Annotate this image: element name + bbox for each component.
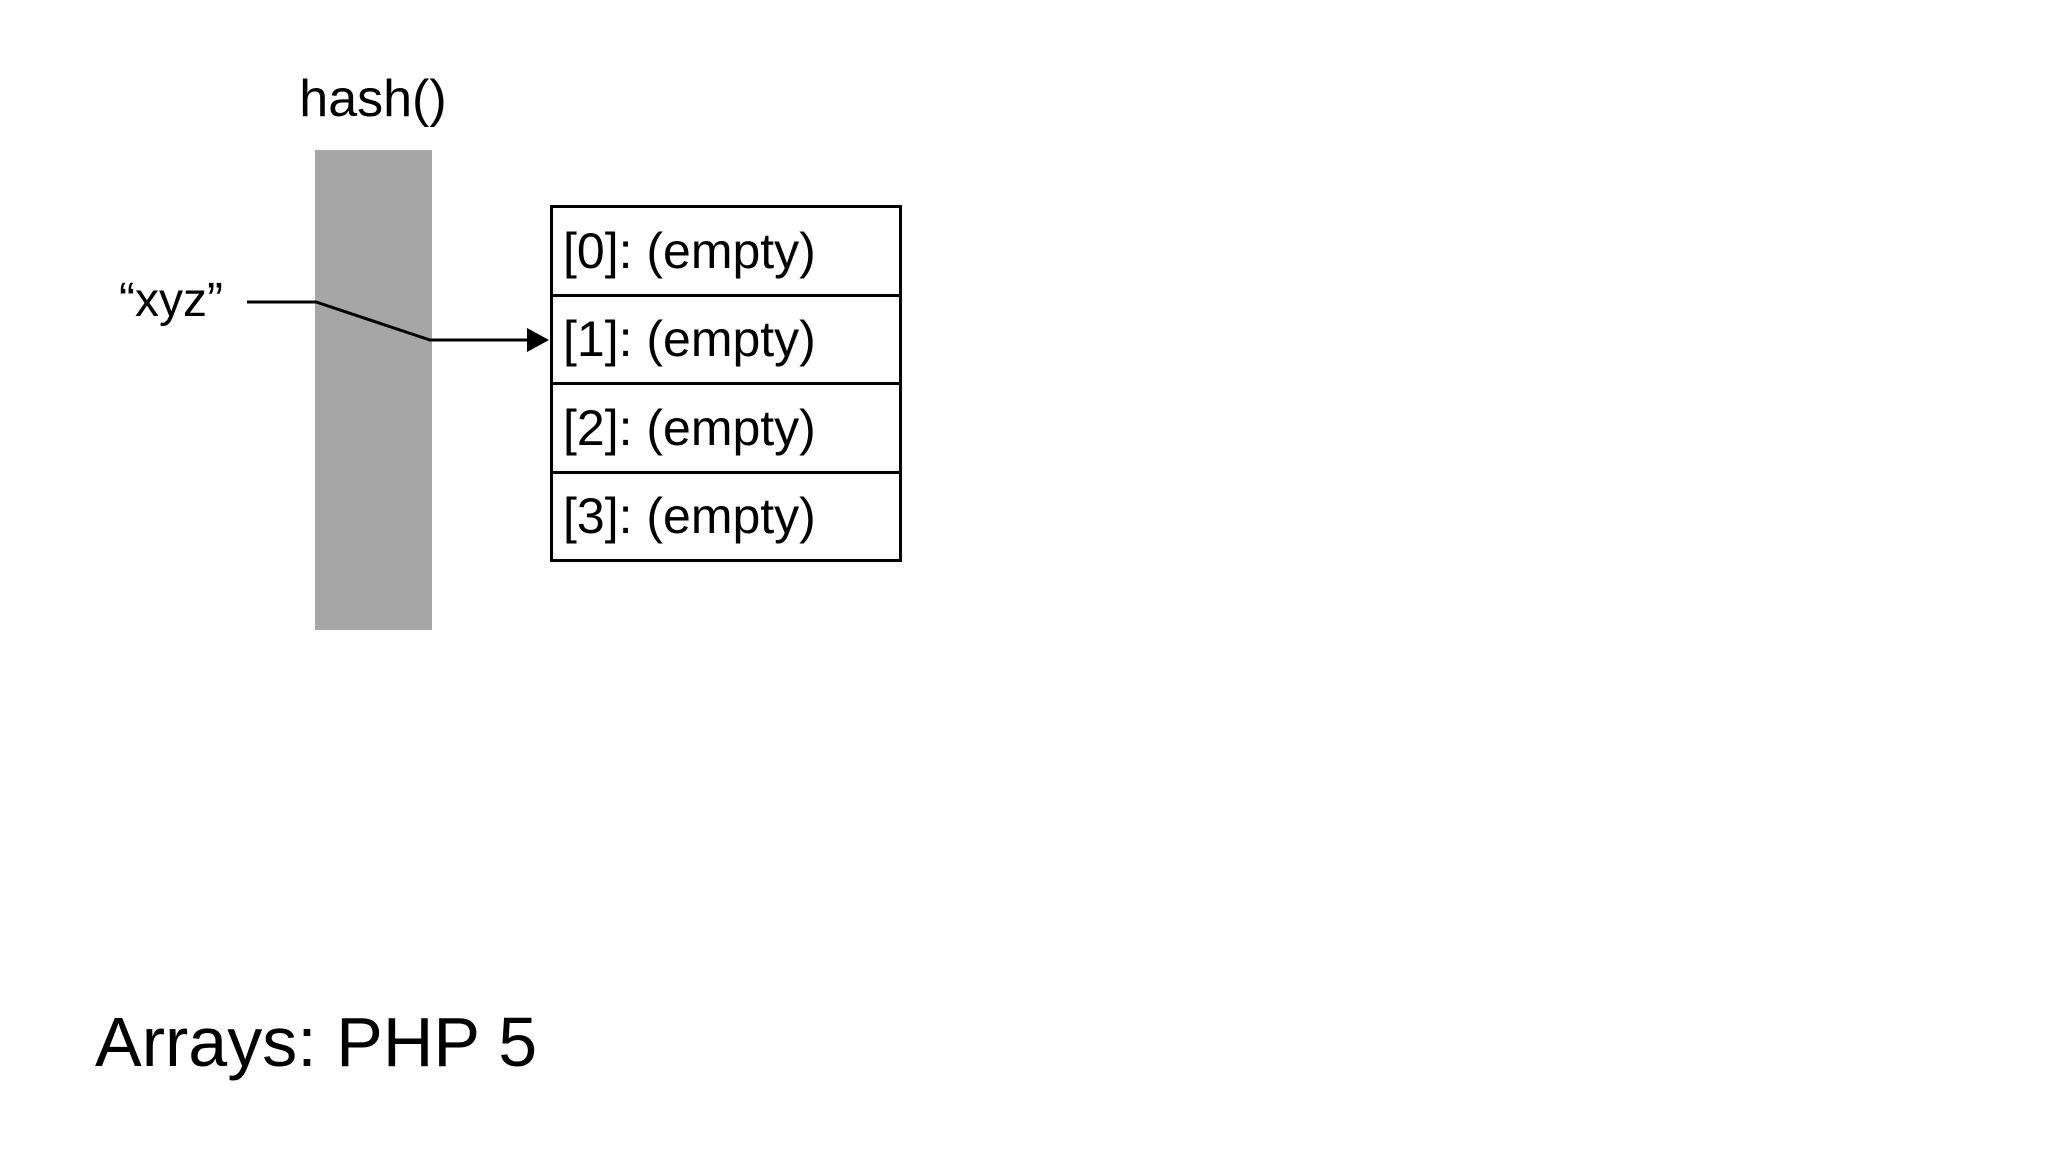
- slide-title: Arrays: PHP 5: [95, 1003, 538, 1081]
- bucket-slot-1: [1]: (empty): [553, 293, 899, 383]
- bucket-slot-0: [0]: (empty): [563, 222, 816, 279]
- hash-arrow-head: [527, 328, 549, 352]
- input-key-label: “xyz”: [119, 274, 223, 327]
- hash-function-label: hash(): [299, 70, 447, 128]
- bucket-slot-2: [2]: (empty): [553, 382, 899, 471]
- bucket-slot-3: [3]: (empty): [553, 470, 899, 560]
- bucket-array: [0]: (empty) [1]: (empty) [2]: (empty) […: [550, 205, 902, 562]
- hash-function-bar: [315, 150, 432, 630]
